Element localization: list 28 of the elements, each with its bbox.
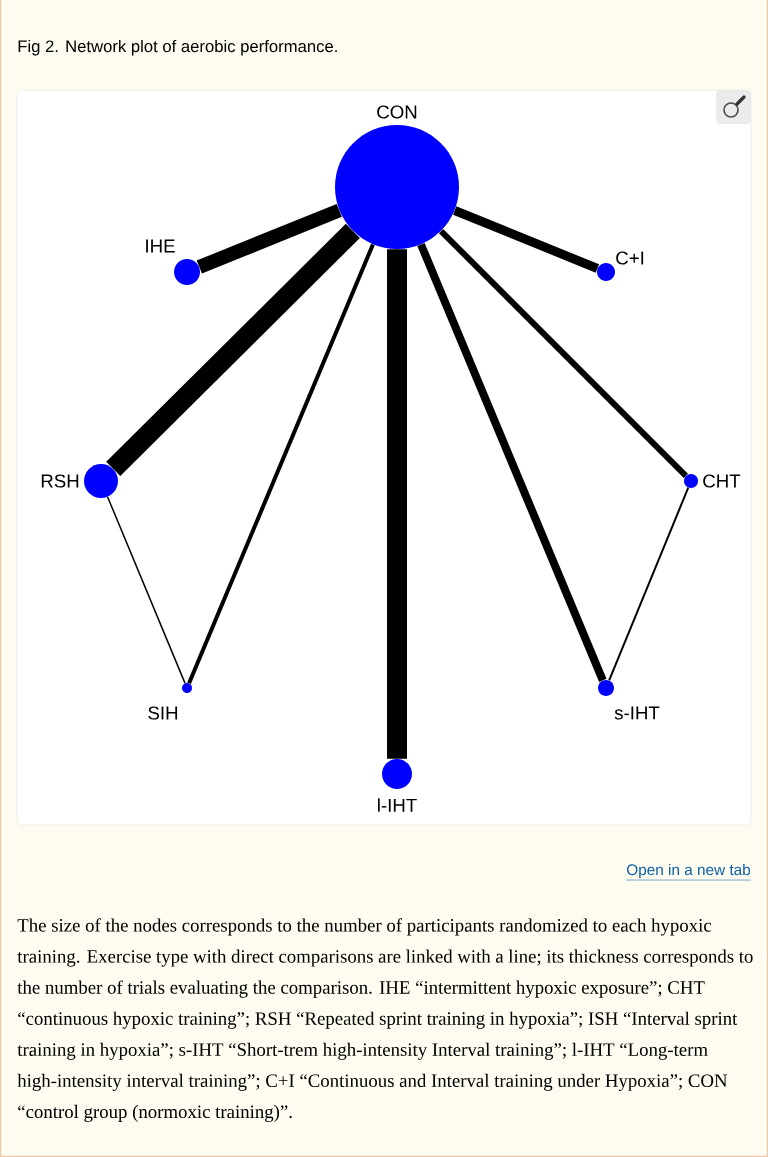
network-node: CHT bbox=[684, 474, 741, 488]
connector-line bbox=[453, 206, 600, 273]
network-node: SIH bbox=[148, 683, 192, 720]
node-label: l-IHT bbox=[378, 798, 417, 812]
node-label: CHT bbox=[703, 474, 741, 488]
connector-line bbox=[106, 223, 360, 476]
network-node: RSH bbox=[41, 464, 118, 498]
figure-title: Fig 2. Network plot of aerobic performance. bbox=[18, 39, 337, 56]
connector-line bbox=[387, 249, 407, 759]
network-node: C+I bbox=[597, 251, 644, 281]
connector-line bbox=[438, 228, 688, 478]
link: Open in a new tab bbox=[626, 863, 751, 881]
caption-paragraph: The size of the nodes corresponds to the number of participants randomized to each hypoxic training. Exercise type with direct comparisons are linked with a line; its thickness corresponds to the number of trials evaluating the comparison. IHE “intermittent hypoxic exposure”; CHT “continuous hypoxic training”; RSH “Repeated sprint training in hypoxia”; ISH “Interval sprint training in hypoxia”; s-IHT “Short-trem high-intensity Interval training”; l-IHT “Long-term high-intensity interval training”; C+I “Continuous and Interval training under Hypoxia”; CON “control group (normoxic training)”. bbox=[17, 918, 753, 1122]
node-label: C+I bbox=[616, 251, 644, 265]
node-label: s-IHT bbox=[614, 706, 660, 720]
node-label: RSH bbox=[41, 474, 79, 488]
connector-line bbox=[196, 203, 342, 274]
network-node: IHE bbox=[146, 239, 200, 285]
network-node: s-IHT bbox=[598, 680, 660, 720]
network-node: l-IHT bbox=[378, 759, 417, 812]
connector-line bbox=[187, 243, 375, 684]
connector-line bbox=[417, 242, 607, 682]
node-label: CON bbox=[377, 105, 417, 119]
connector-line bbox=[106, 496, 186, 684]
node-label: SIH bbox=[148, 706, 178, 720]
connector-line bbox=[608, 486, 690, 682]
node-label: IHE bbox=[146, 239, 175, 253]
network-node: CON bbox=[335, 105, 459, 249]
